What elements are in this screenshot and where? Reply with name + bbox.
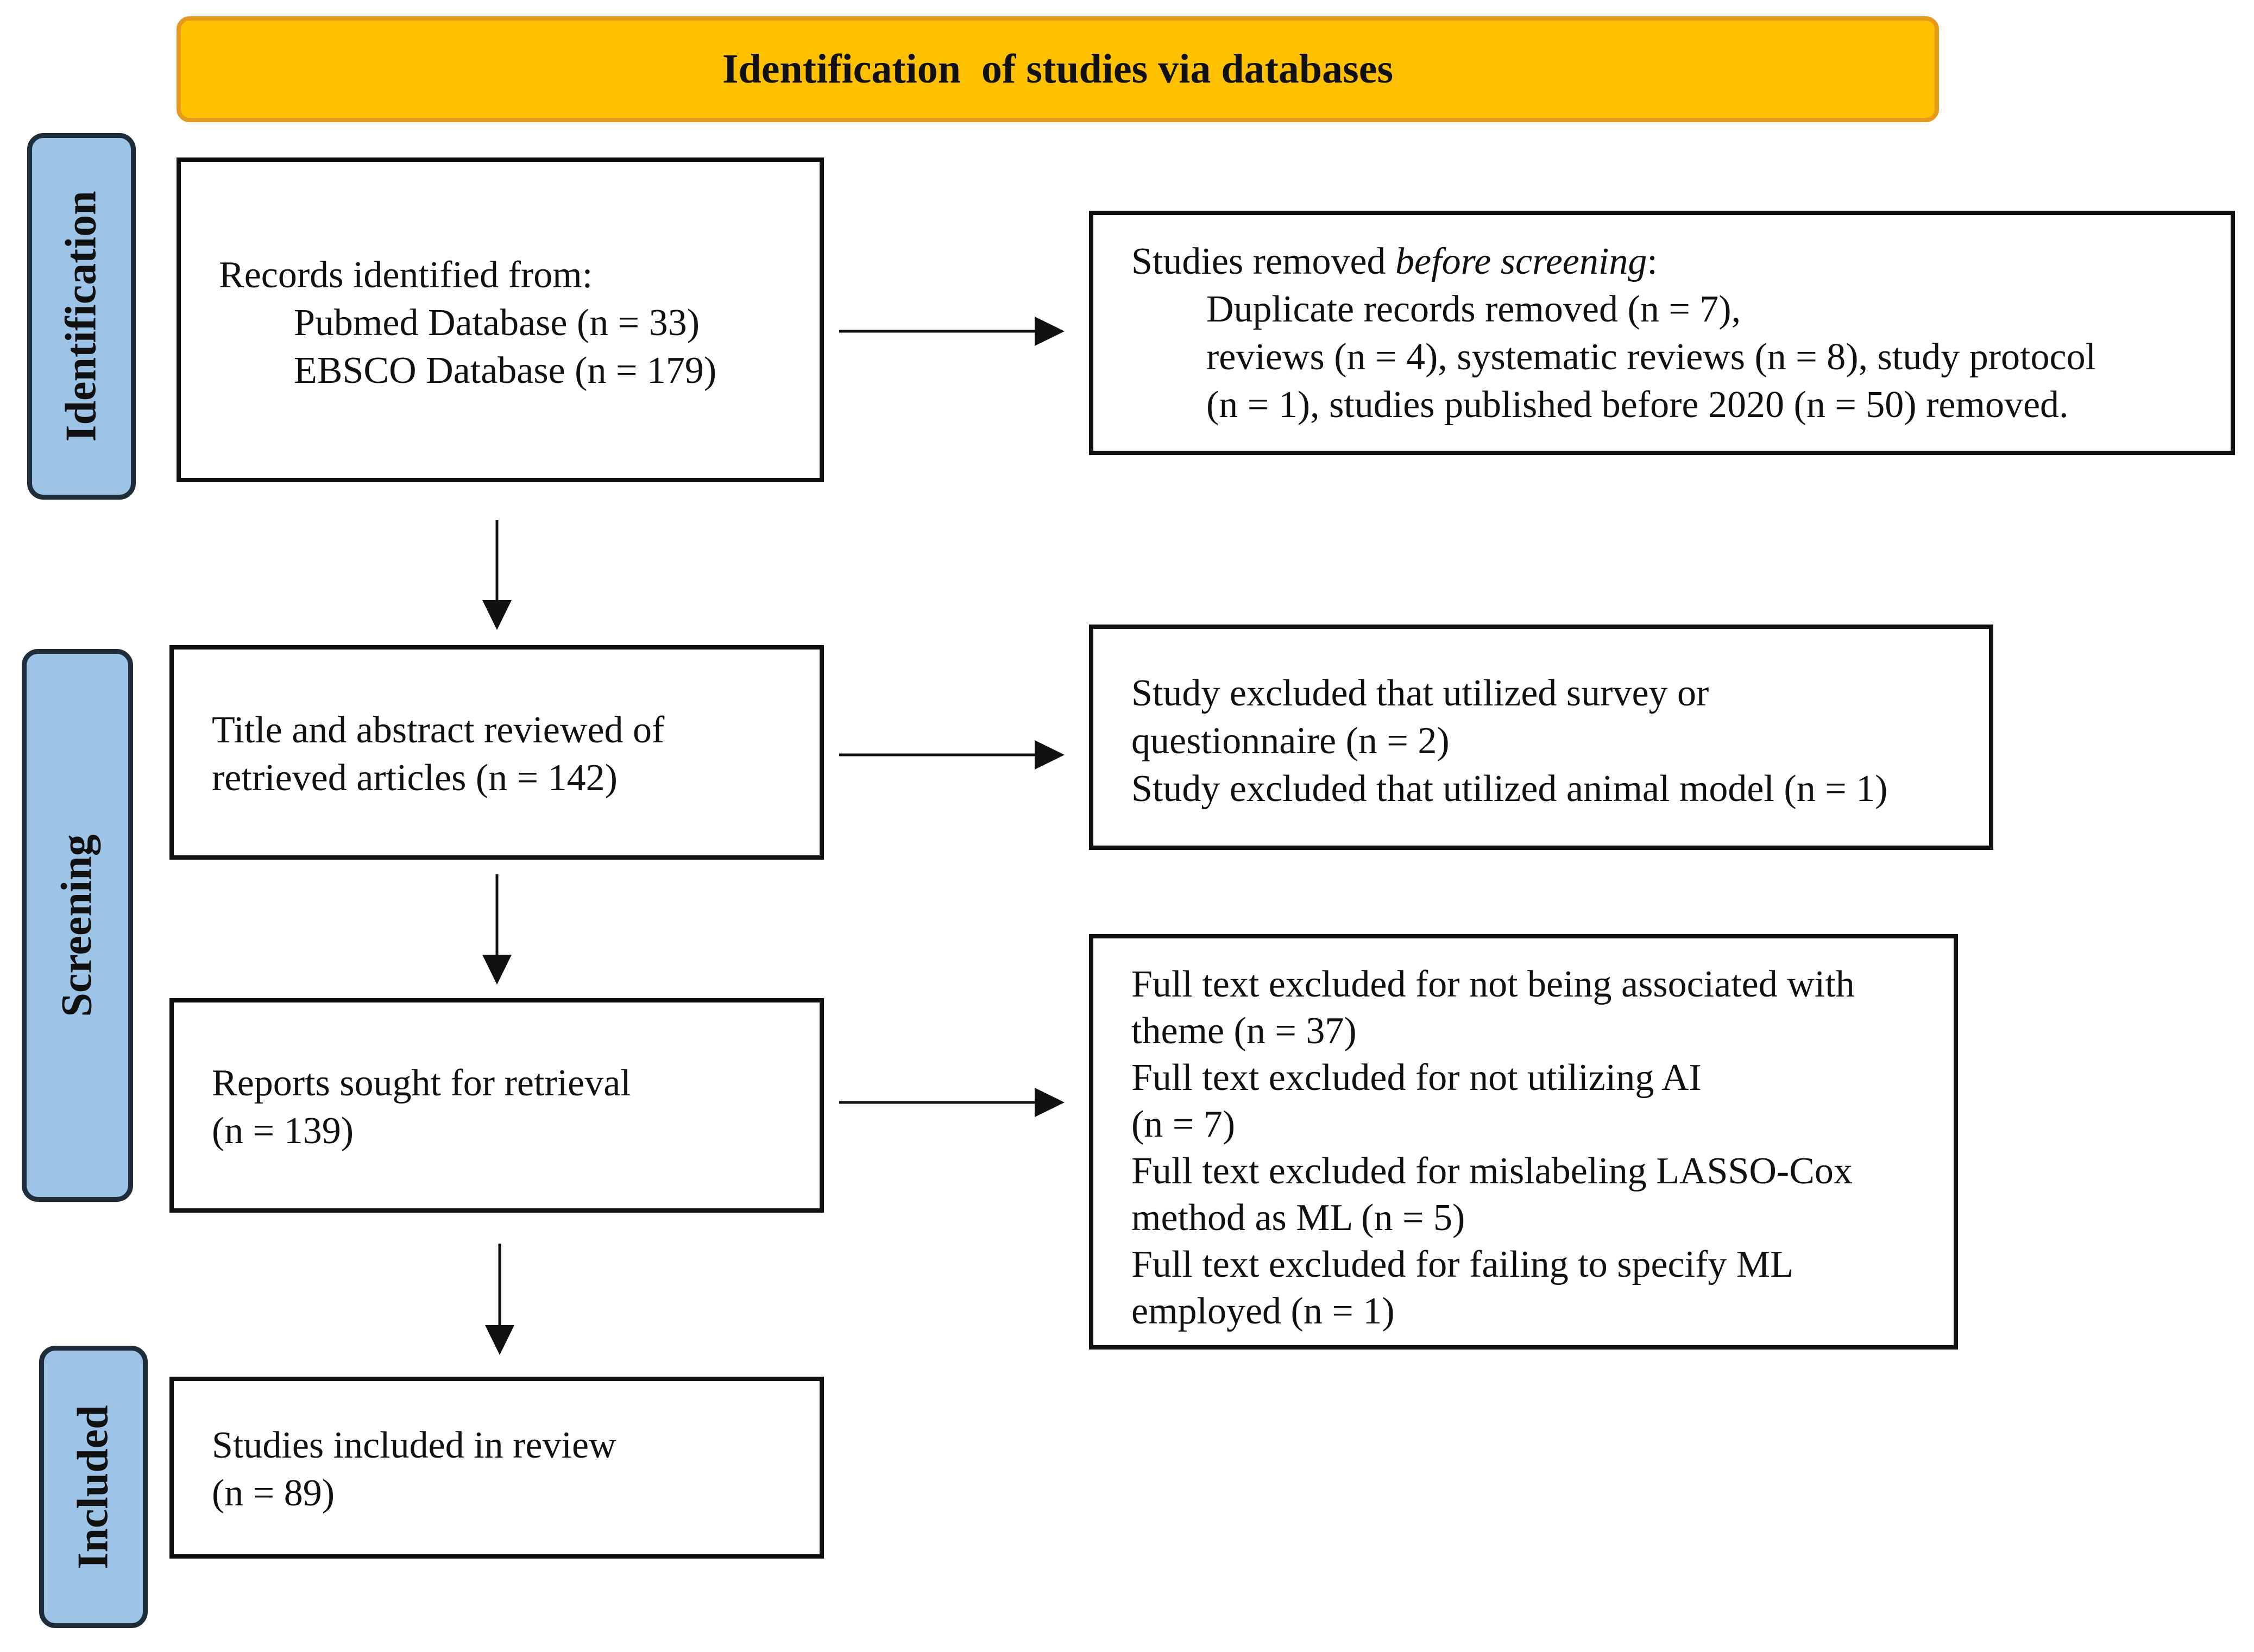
phase-label-identification: Identification — [57, 191, 105, 442]
phase-screening: Screening — [22, 649, 133, 1202]
removed-line-duplicates: Duplicate records removed (n = 7), — [1206, 288, 1741, 330]
records-ebsco: EBSCO Database (n = 179) — [294, 350, 717, 392]
full-text-ai-line-1: Full text excluded for not utilizing AI — [1131, 1057, 1702, 1099]
title-abstract-line-1: Title and abstract reviewed of — [212, 709, 665, 751]
phase-label-screening: Screening — [53, 834, 102, 1017]
phase-included: Included — [39, 1346, 148, 1628]
arrow-records-to-removed — [839, 317, 1065, 346]
removed-line-reviews: reviews (n = 4), systematic reviews (n =… — [1206, 336, 2096, 378]
arrow-title-to-reports — [482, 874, 512, 985]
removed-heading-suffix: : — [1647, 241, 1658, 282]
full-text-lasso-line-2: method as ML (n = 5) — [1131, 1197, 1465, 1239]
arrow-records-to-title — [482, 520, 512, 630]
records-pubmed: Pubmed Database (n = 33) — [294, 302, 700, 344]
full-text-ml-line-2: employed (n = 1) — [1131, 1290, 1395, 1332]
banner-title: Identification of studies via databases — [722, 46, 1394, 92]
reports-sought-box: Reports sought for retrieval (n = 139) — [169, 998, 824, 1213]
reports-sought-line-2: (n = 139) — [212, 1110, 354, 1152]
phase-label-included: Included — [69, 1404, 117, 1569]
reports-sought-line-1: Reports sought for retrieval — [212, 1062, 631, 1104]
studies-included-line-2: (n = 89) — [212, 1472, 335, 1514]
full-text-ml-line-1: Full text excluded for failing to specif… — [1131, 1244, 1793, 1285]
full-text-excluded-box: Full text excluded for not being associa… — [1089, 934, 1958, 1350]
title-abstract-box: Title and abstract reviewed of retrieved… — [169, 645, 824, 860]
records-identified-heading: Records identified from: — [219, 254, 593, 296]
full-text-theme-line-2: theme (n = 37) — [1131, 1010, 1357, 1052]
excluded-animal-line: Study excluded that utilized animal mode… — [1131, 768, 1888, 810]
arrow-reports-to-included — [485, 1244, 514, 1355]
removed-heading-emphasis: before screening — [1395, 241, 1647, 282]
phase-identification: Identification — [27, 133, 136, 500]
studies-included-box: Studies included in review (n = 89) — [169, 1377, 824, 1559]
arrow-title-to-excluded-survey — [839, 740, 1065, 770]
arrow-reports-to-full-text-excluded — [839, 1088, 1065, 1117]
full-text-lasso-line-1: Full text excluded for mislabeling LASSO… — [1131, 1150, 1853, 1192]
excluded-survey-line-1: Study excluded that utilized survey or — [1131, 672, 1709, 714]
excluded-survey-line-2: questionnaire (n = 2) — [1131, 720, 1450, 762]
full-text-theme-line-1: Full text excluded for not being associa… — [1131, 963, 1855, 1005]
removed-heading-prefix: Studies removed — [1131, 241, 1396, 282]
excluded-survey-box: Study excluded that utilized survey or q… — [1089, 625, 1993, 850]
records-identified-box: Records identified from: Pubmed Database… — [177, 157, 824, 482]
identification-banner: Identification of studies via databases — [177, 16, 1939, 122]
removed-before-screening-box: Studies removed before screening: Duplic… — [1089, 211, 2235, 455]
studies-included-line-1: Studies included in review — [212, 1424, 616, 1466]
removed-line-protocol: (n = 1), studies published before 2020 (… — [1206, 384, 2069, 426]
removed-heading: Studies removed before screening: — [1131, 238, 2231, 286]
title-abstract-line-2: retrieved articles (n = 142) — [212, 757, 618, 799]
full-text-ai-line-2: (n = 7) — [1131, 1104, 1236, 1145]
